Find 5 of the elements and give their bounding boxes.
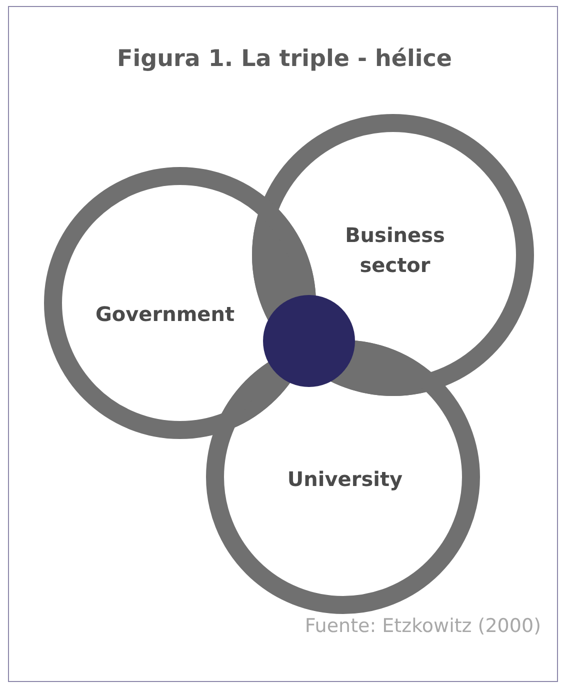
- title: Figura 1. La triple - hélice: [116, 46, 453, 72]
- node-label: Government: [94, 301, 236, 328]
- node-label: University: [286, 466, 404, 493]
- node-label: Business sector: [344, 222, 446, 279]
- source-caption: Fuente: Etzkowitz (2000): [304, 615, 541, 637]
